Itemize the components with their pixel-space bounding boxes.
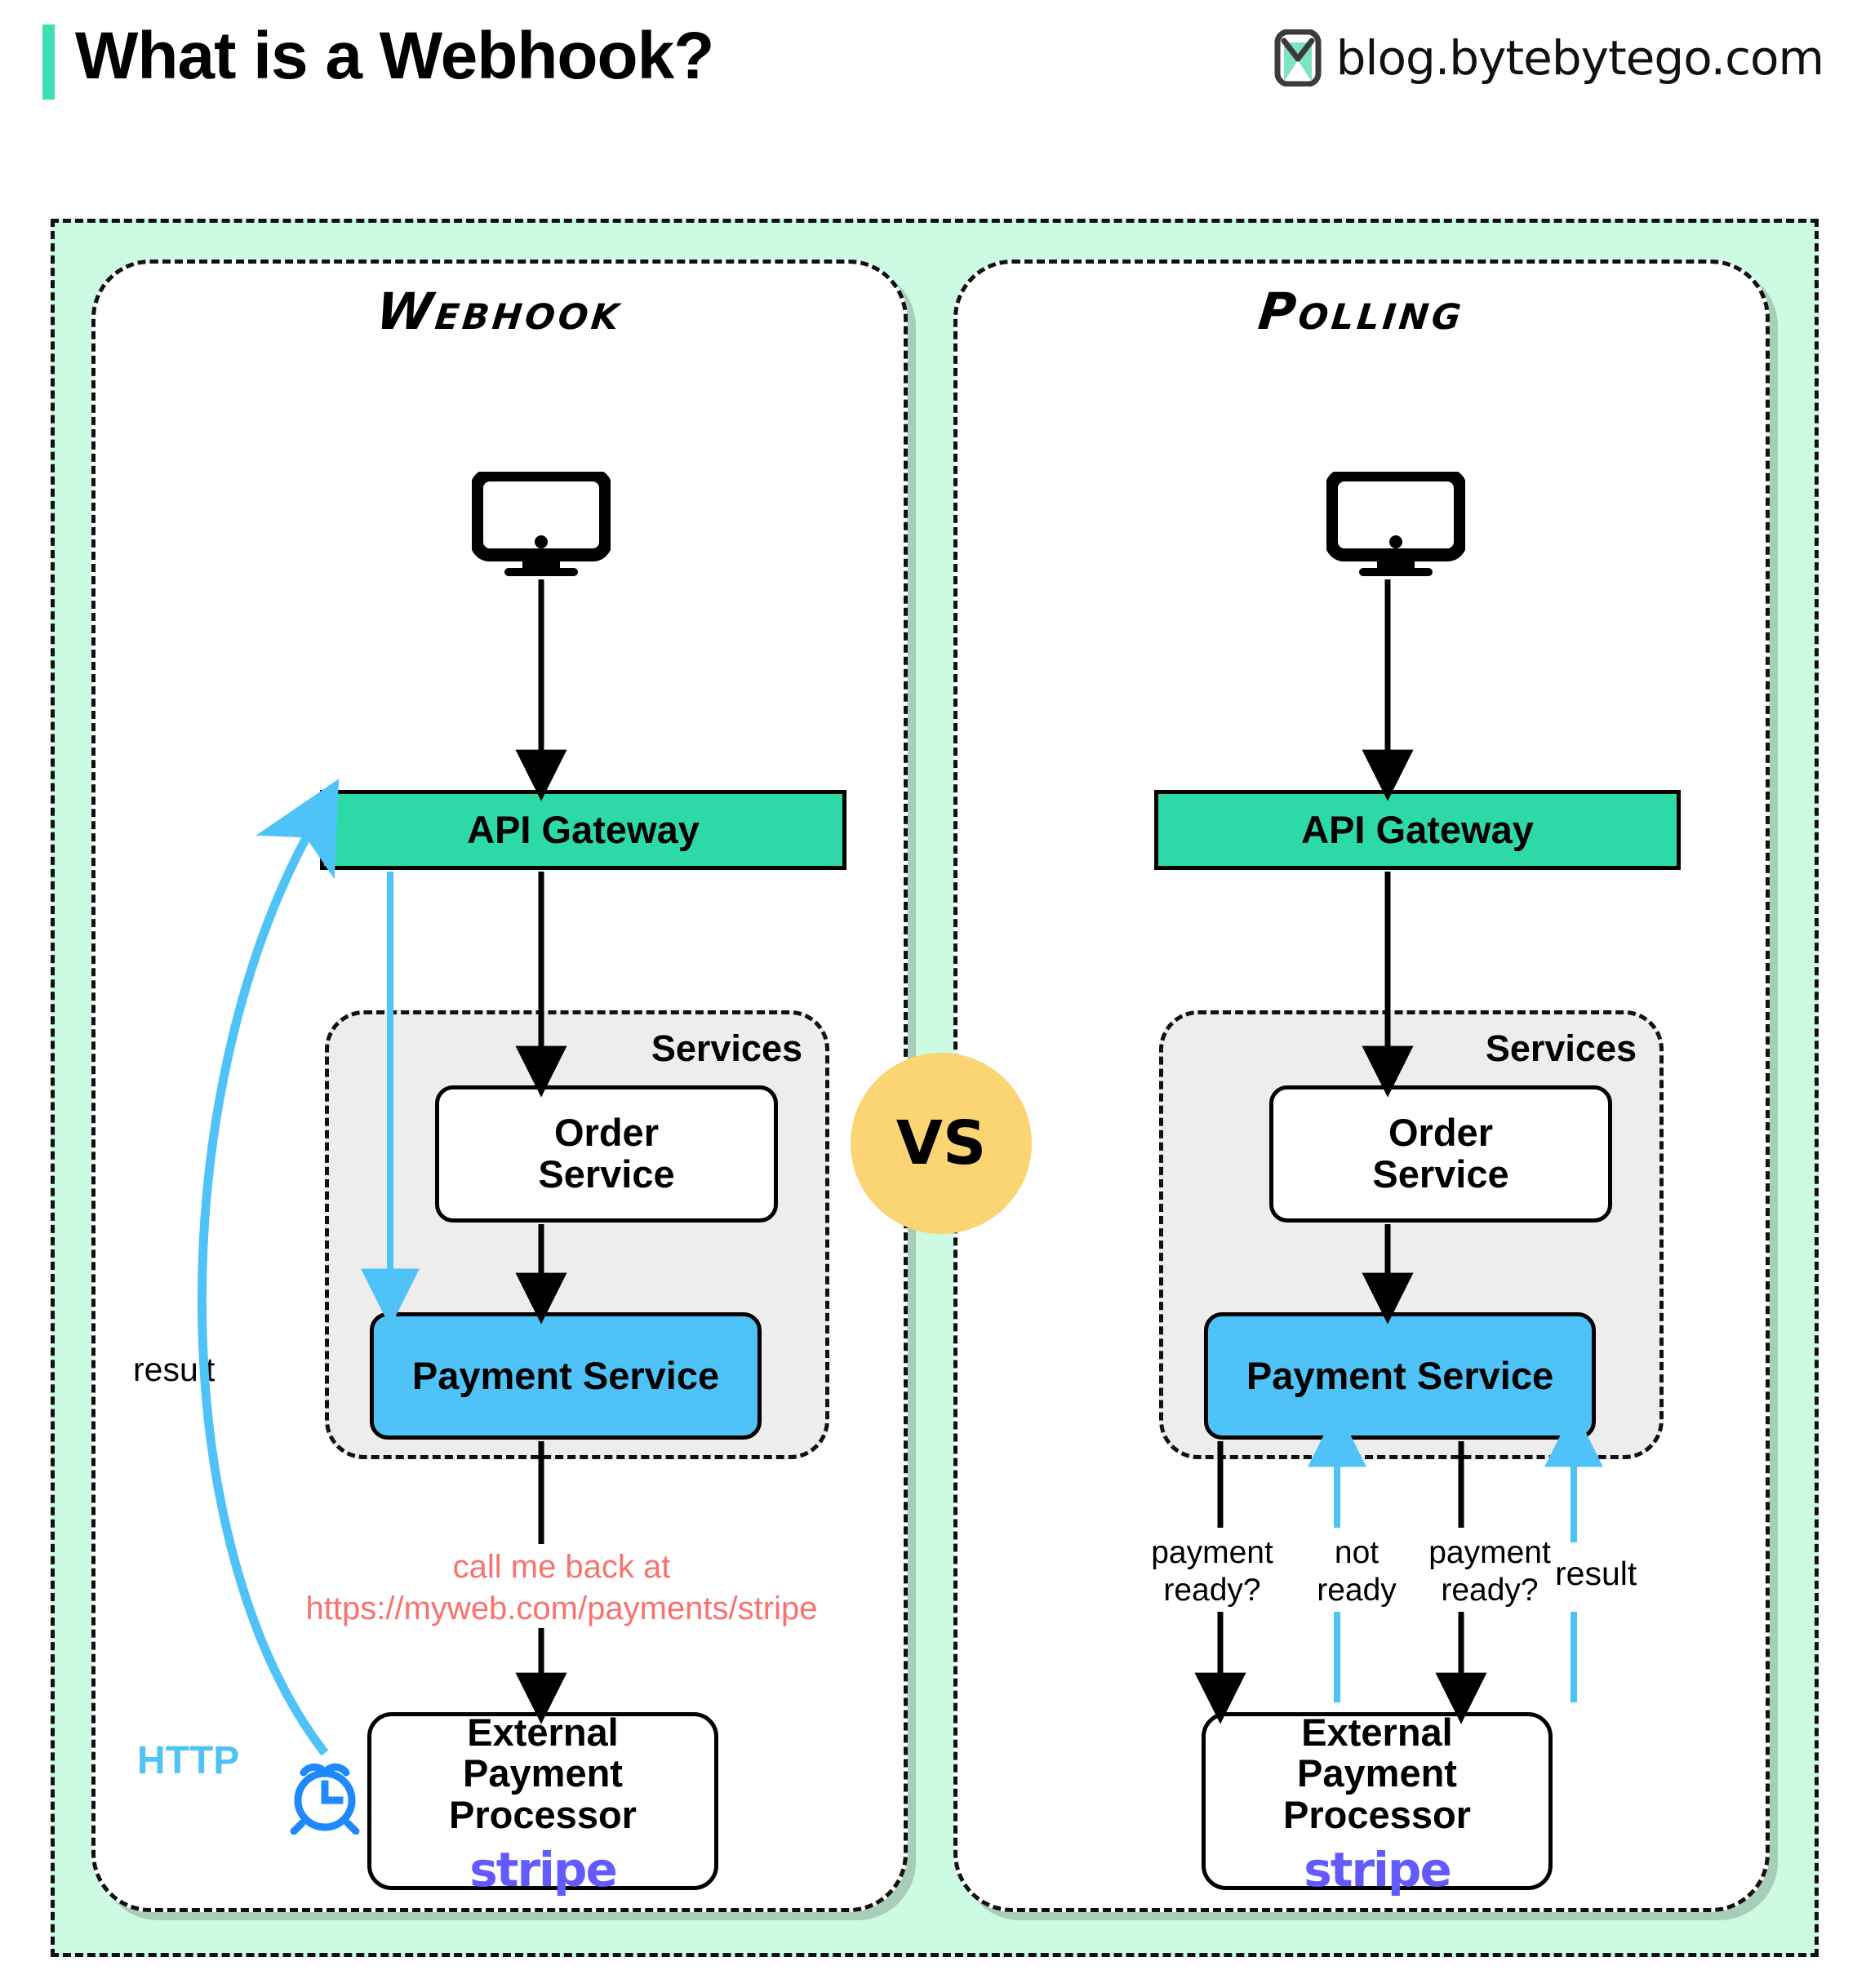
bytebytego-logo-icon — [1274, 29, 1322, 87]
order-service-line2: Service — [1372, 1152, 1509, 1196]
brand-text: blog.bytebytego.com — [1335, 30, 1824, 86]
polling-card-title: Polling — [1255, 282, 1468, 341]
poll2-line2: ready — [1317, 1573, 1397, 1609]
alarm-clock-icon — [290, 1763, 360, 1835]
order-service-line1: Order — [554, 1111, 659, 1155]
webhook-external-payment-processor[interactable]: External Payment Processor stripe — [367, 1710, 718, 1895]
poll-label-payment-ready-1: payment ready? — [1135, 1534, 1290, 1609]
polling-services-label: Services — [1485, 1027, 1637, 1069]
external-line1: External — [467, 1710, 619, 1754]
external-line1: External — [1301, 1710, 1453, 1754]
page-title: What is a Webhook? — [75, 19, 714, 93]
webhook-card-title: Webhook — [373, 282, 626, 341]
external-line2: Payment Processor — [1283, 1751, 1471, 1837]
webhook-services-label: Services — [651, 1027, 802, 1069]
webhook-api-gateway[interactable]: API Gateway — [320, 790, 846, 870]
http-label: HTTP — [137, 1739, 240, 1782]
poll-label-result: result — [1555, 1555, 1637, 1592]
webhook-payment-service[interactable]: Payment Service — [370, 1312, 762, 1440]
poll-label-payment-ready-2: payment ready? — [1412, 1534, 1567, 1609]
order-service-line1: Order — [1388, 1111, 1493, 1155]
brand: blog.bytebytego.com — [1274, 29, 1824, 87]
callback-line2: https://myweb.com/payments/stripe — [305, 1591, 818, 1627]
external-line2: Payment Processor — [449, 1751, 637, 1837]
order-service-line2: Service — [538, 1152, 675, 1196]
stripe-logo: stripe — [469, 1841, 618, 1897]
webhook-order-service[interactable]: Order Service — [435, 1085, 778, 1223]
poll1-line1: payment — [1151, 1535, 1273, 1570]
poll3-line2: ready? — [1441, 1573, 1539, 1609]
monitor-icon — [472, 472, 611, 576]
polling-api-gateway[interactable]: API Gateway — [1154, 790, 1681, 870]
webhook-result-label: result — [133, 1351, 215, 1388]
poll-label-not-ready: not ready — [1300, 1534, 1414, 1609]
polling-order-service[interactable]: Order Service — [1269, 1085, 1612, 1223]
title-accent-bar — [42, 24, 55, 100]
monitor-icon — [1326, 472, 1465, 576]
stripe-logo: stripe — [1304, 1841, 1452, 1897]
polling-external-payment-processor[interactable]: External Payment Processor stripe — [1202, 1710, 1553, 1895]
poll2-line1: not — [1334, 1535, 1380, 1570]
polling-payment-service[interactable]: Payment Service — [1204, 1312, 1596, 1440]
webhook-callback-note: call me back at https://myweb.com/paymen… — [292, 1546, 831, 1630]
callback-line1: call me back at — [452, 1549, 671, 1585]
vs-badge: VS — [851, 1053, 1032, 1234]
page-header: What is a Webhook? blog.bytebytego.com — [0, 0, 1866, 139]
poll3-line1: payment — [1428, 1535, 1551, 1570]
poll1-line2: ready? — [1163, 1573, 1261, 1609]
